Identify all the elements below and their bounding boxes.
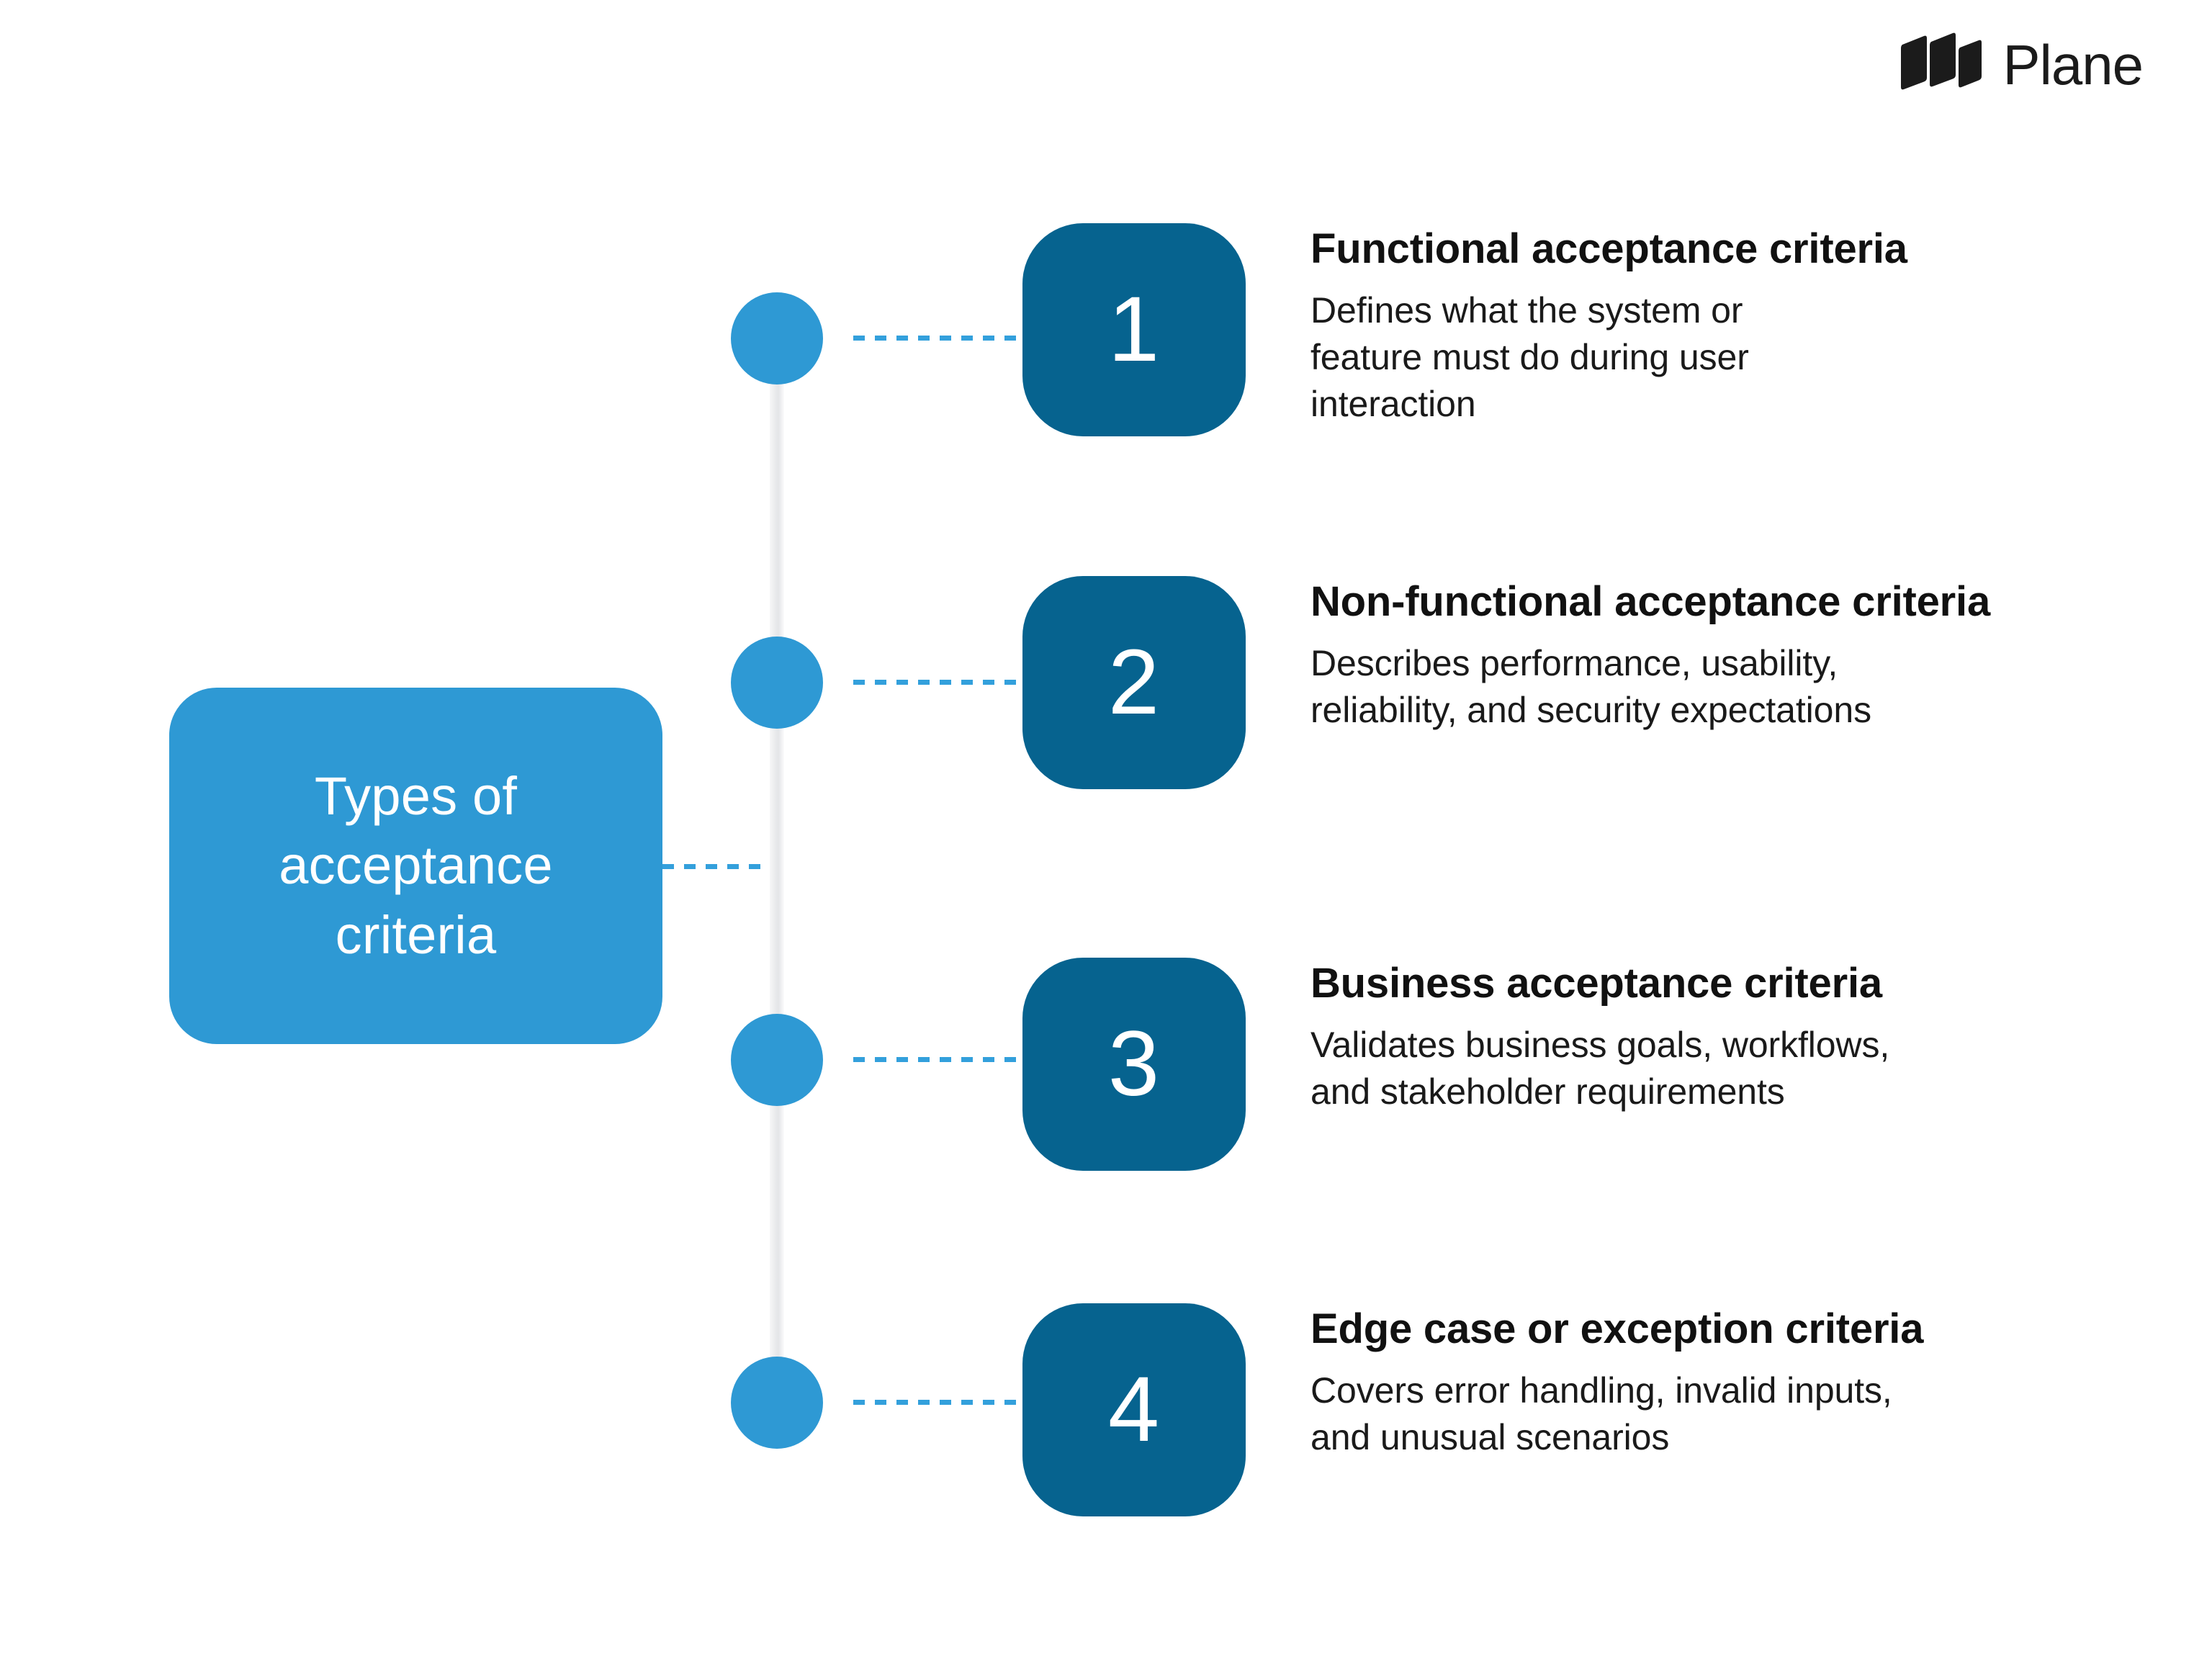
row-connector-3: [853, 1057, 1020, 1062]
criteria-description-2: Describes performance, usability, reliab…: [1310, 642, 1871, 730]
spine-dot-1: [731, 292, 823, 385]
spine-dot-4: [731, 1357, 823, 1449]
brand-name: Plane: [2002, 32, 2144, 96]
row-connector-4: [853, 1400, 1020, 1405]
criteria-title-2: Non-functional acceptance criteria: [1310, 578, 1990, 625]
plane-logo-mark-icon: [1899, 32, 1984, 97]
spine-dot-3: [731, 1014, 823, 1106]
criteria-description-1: Defines what the system or feature must …: [1310, 289, 1749, 424]
criteria-description-3: Validates business goals, workflows, and…: [1310, 1024, 1890, 1112]
anchor-card-label: Types of acceptance criteria: [279, 766, 553, 965]
criteria-description-4: Covers error handling, invalid inputs, a…: [1310, 1370, 1892, 1457]
row-connector-1: [853, 336, 1020, 341]
timeline-spine: [770, 338, 784, 1404]
row-connector-2: [853, 680, 1020, 685]
spine-dot-2: [731, 637, 823, 729]
anchor-card: Types of acceptance criteria: [169, 688, 662, 1044]
number-badge-label-3: 3: [1107, 1012, 1161, 1115]
criteria-title-4: Edge case or exception criteria: [1310, 1305, 1924, 1352]
number-badge-3: 3: [1022, 958, 1246, 1171]
number-badge-4: 4: [1022, 1303, 1246, 1516]
criteria-text-3: Business acceptance criteria Validates b…: [1310, 958, 2117, 1115]
number-badge-label-2: 2: [1107, 631, 1161, 734]
criteria-text-4: Edge case or exception criteria Covers e…: [1310, 1303, 2117, 1461]
number-badge-1: 1: [1022, 223, 1246, 436]
number-badge-label-4: 4: [1107, 1358, 1161, 1461]
number-badge-label-1: 1: [1107, 278, 1161, 381]
number-badge-2: 2: [1022, 576, 1246, 789]
criteria-text-1: Functional acceptance criteria Defines w…: [1310, 223, 2117, 428]
criteria-title-3: Business acceptance criteria: [1310, 960, 1882, 1007]
criteria-text-2: Non-functional acceptance criteria Descr…: [1310, 576, 2117, 734]
anchor-connector-line: [662, 864, 778, 869]
criteria-title-1: Functional acceptance criteria: [1310, 225, 1907, 272]
brand-logo: Plane: [1899, 32, 2144, 97]
